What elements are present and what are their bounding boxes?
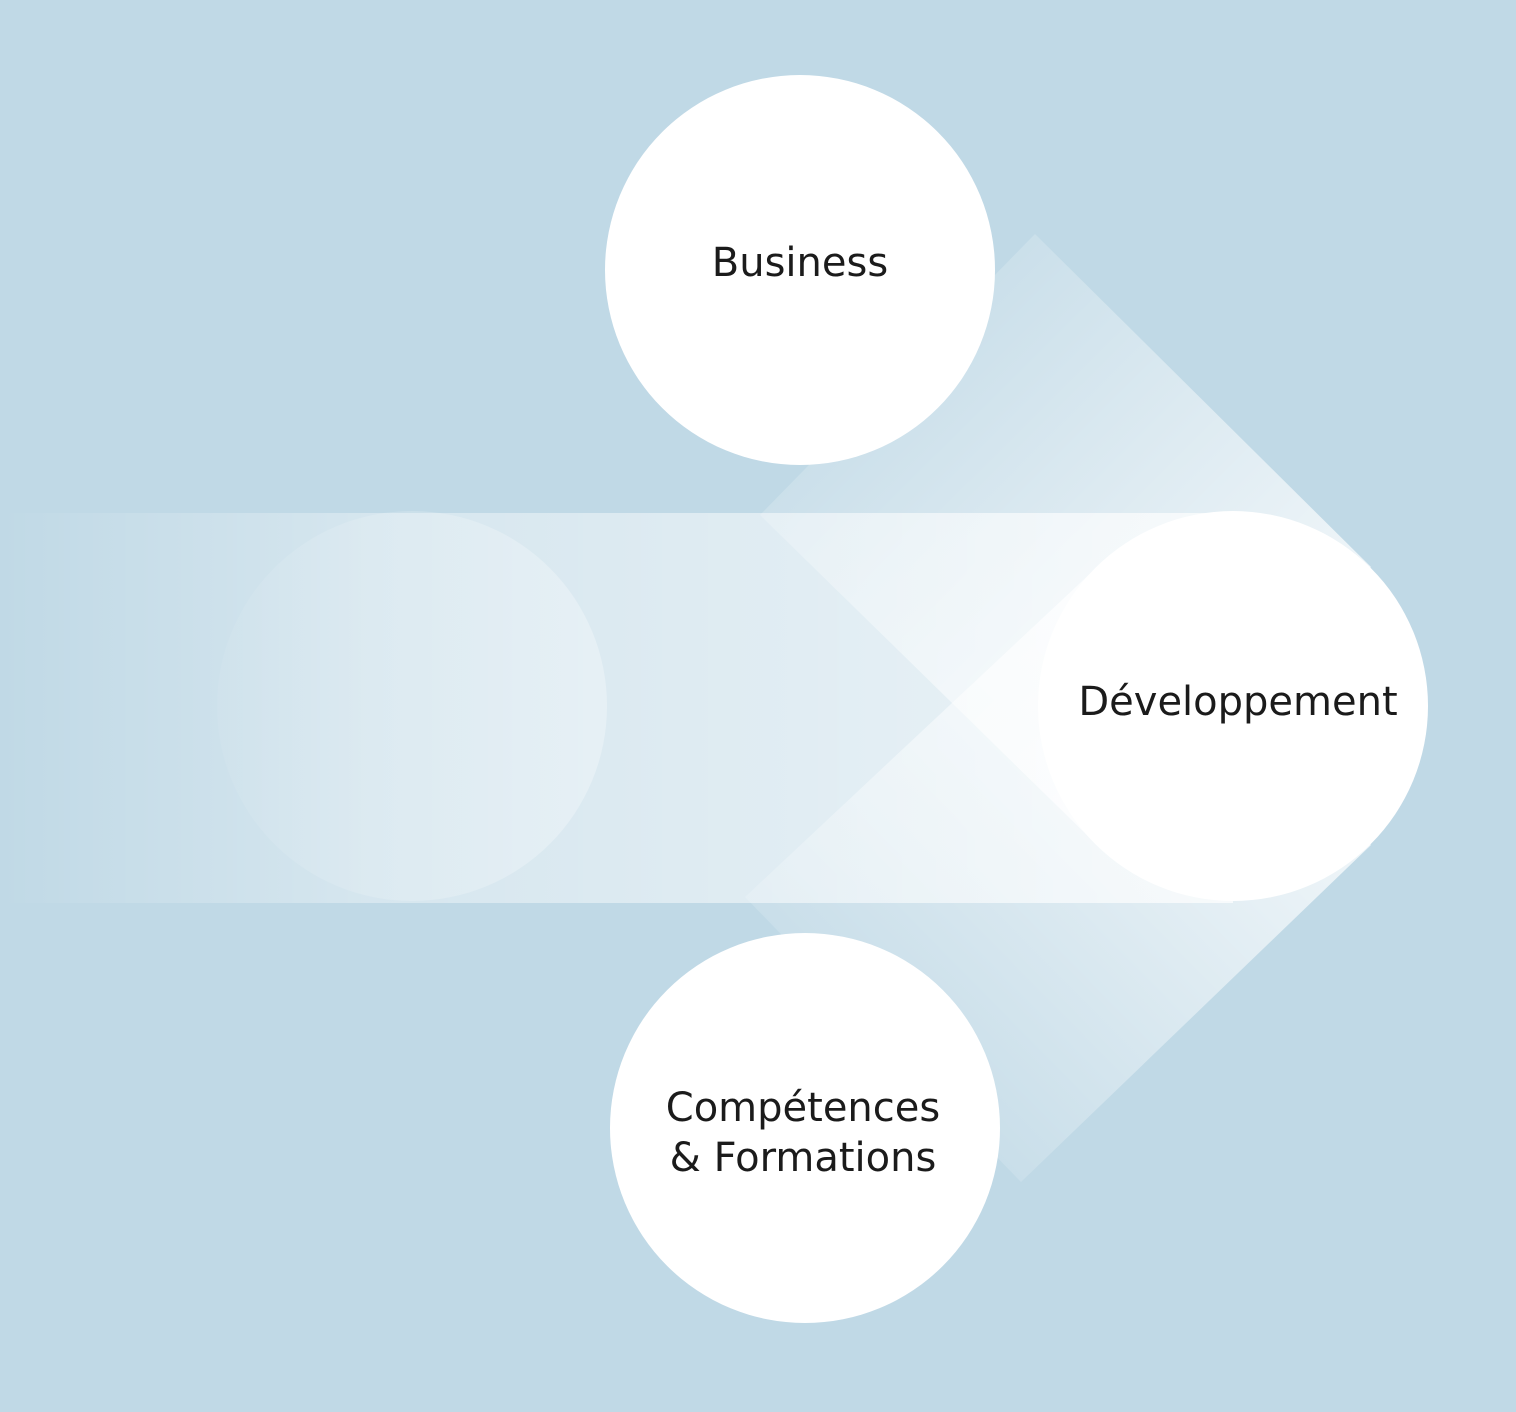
ghost-circle [217,511,607,901]
node-business-circle [605,75,995,465]
node-business-label: Business [712,240,888,286]
node-developpement: Développement [1038,511,1428,901]
node-competences-label-line1: Compétences [666,1085,940,1131]
node-developpement-circle [1038,511,1428,901]
node-competences-circle [610,933,1000,1323]
node-developpement-label: Développement [1078,679,1397,725]
node-business: Business [605,75,995,465]
node-competences-label-line2: & Formations [670,1135,937,1181]
node-competences: Compétences & Formations [610,933,1000,1323]
